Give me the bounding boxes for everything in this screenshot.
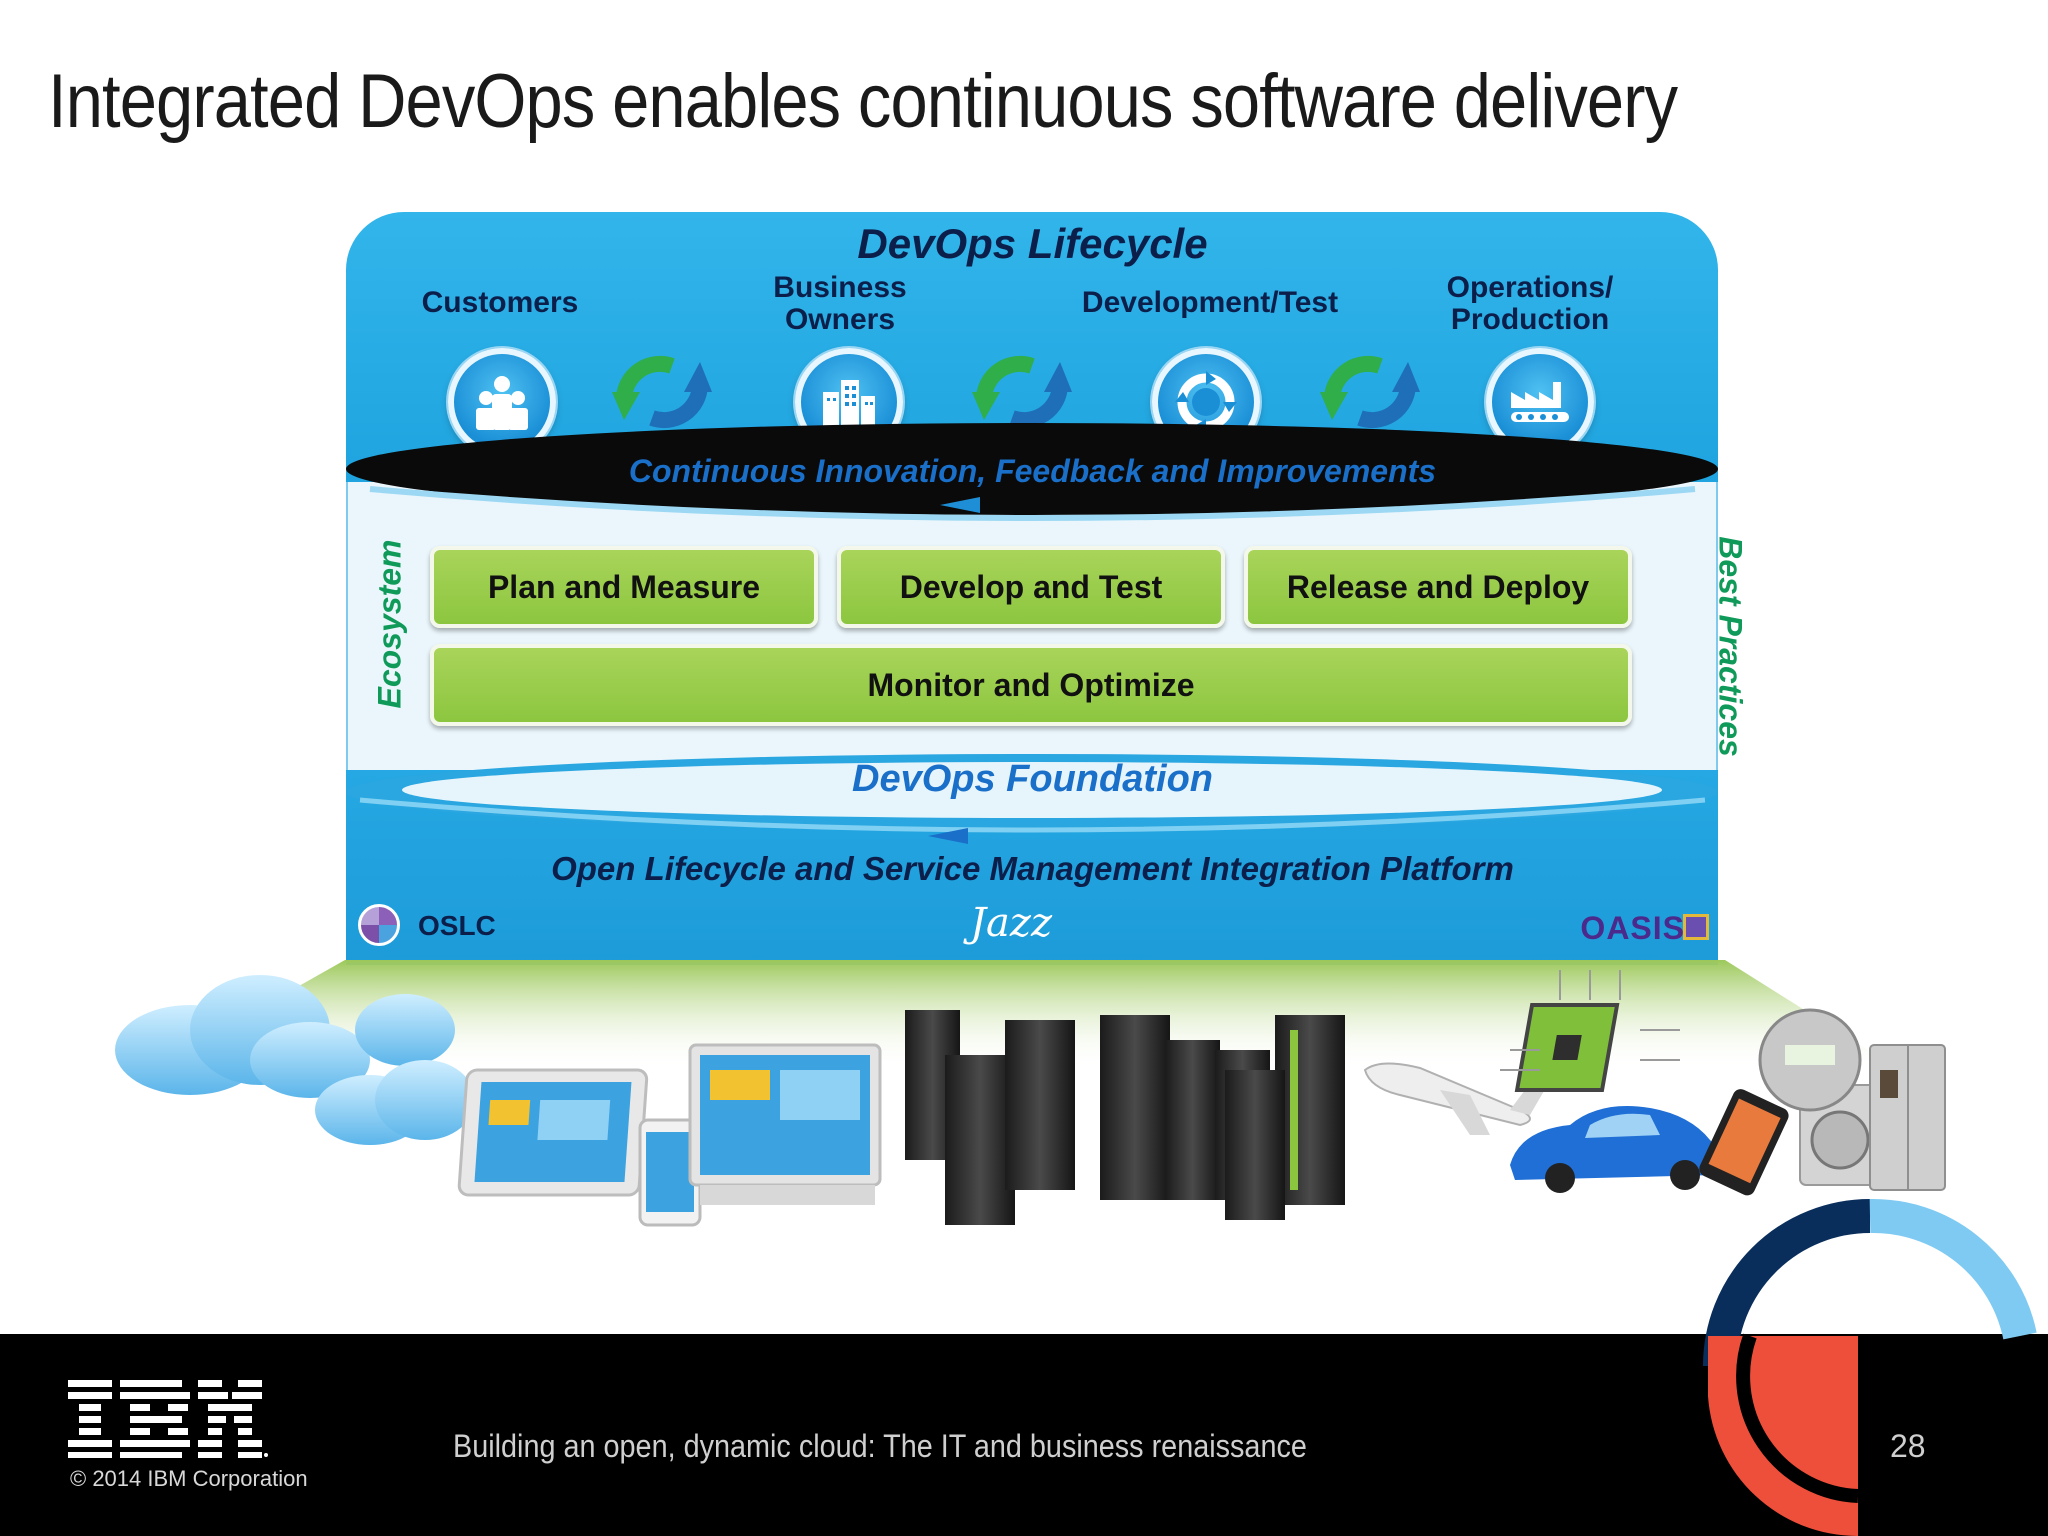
cycle-arrow-icon bbox=[1320, 355, 1420, 429]
develop-and-test-box: Develop and Test bbox=[837, 546, 1225, 628]
ibm-logo bbox=[68, 1380, 268, 1458]
oslc-label: OSLC bbox=[418, 910, 496, 941]
slide-title: Integrated DevOps enables continuous sof… bbox=[48, 59, 1678, 144]
handheld-device-icon bbox=[1699, 1089, 1789, 1196]
oasis-logo: OASIS bbox=[1580, 910, 1685, 946]
persona-label-business-owners: Business Owners bbox=[773, 271, 907, 336]
persona-label-customers: Customers bbox=[421, 286, 579, 319]
persona-label-operations-production: Operations/ Production bbox=[1446, 271, 1614, 336]
copyright-text: © 2014 IBM Corporation bbox=[70, 1466, 308, 1491]
page-number: 28 bbox=[1890, 1428, 1926, 1464]
decorative-arc-graphic bbox=[1703, 1198, 2037, 1536]
devops-diagram: DevOps Lifecycle Customers Business Owne… bbox=[340, 210, 1749, 970]
foundation-ring bbox=[346, 754, 1718, 844]
oasis-mark-icon bbox=[1683, 914, 1709, 940]
microchip-icon bbox=[1500, 970, 1680, 1092]
airplane-icon bbox=[1363, 1062, 1555, 1135]
smartphone-icon bbox=[638, 1118, 702, 1227]
footer-subtitle: Building an open, dynamic cloud: The IT … bbox=[453, 1428, 1307, 1464]
refrigerator-icon bbox=[1869, 1044, 1946, 1191]
persona-label-development-test: Development/Test bbox=[1081, 286, 1339, 319]
meter-icon bbox=[1758, 1008, 1862, 1112]
lifecycle-title: DevOps Lifecycle bbox=[857, 220, 1208, 267]
cycle-arrow-icon bbox=[972, 355, 1072, 429]
best-practices-label: Best Practices bbox=[1712, 536, 1749, 757]
server-rack-icon bbox=[905, 1010, 1345, 1225]
platform-base bbox=[150, 960, 1900, 1070]
monitor-device-icon bbox=[688, 1043, 882, 1205]
cycle-arrow-icon bbox=[612, 355, 712, 429]
footer-bar bbox=[0, 1334, 2048, 1536]
devices-illustration bbox=[115, 960, 1946, 1227]
oslc-logo bbox=[358, 904, 400, 946]
tablet-device-icon bbox=[457, 1068, 649, 1197]
car-icon bbox=[1510, 1106, 1719, 1193]
release-and-deploy-box: Release and Deploy bbox=[1244, 546, 1632, 628]
innovation-text: Continuous Innovation, Feedback and Impr… bbox=[628, 453, 1437, 489]
people-group-icon bbox=[448, 348, 556, 456]
innovation-ring bbox=[346, 423, 1718, 521]
cloud-icon bbox=[115, 975, 475, 1145]
monitor-and-optimize-box: Monitor and Optimize bbox=[430, 644, 1632, 726]
plan-and-measure-box: Plan and Measure bbox=[430, 546, 818, 628]
middle-panel bbox=[346, 482, 1718, 782]
ecosystem-label: Ecosystem bbox=[371, 539, 408, 709]
platform-text: Open Lifecycle and Service Management In… bbox=[551, 850, 1514, 887]
foundation-text: DevOps Foundation bbox=[852, 758, 1213, 800]
jazz-logo: Jazz bbox=[970, 900, 1053, 946]
